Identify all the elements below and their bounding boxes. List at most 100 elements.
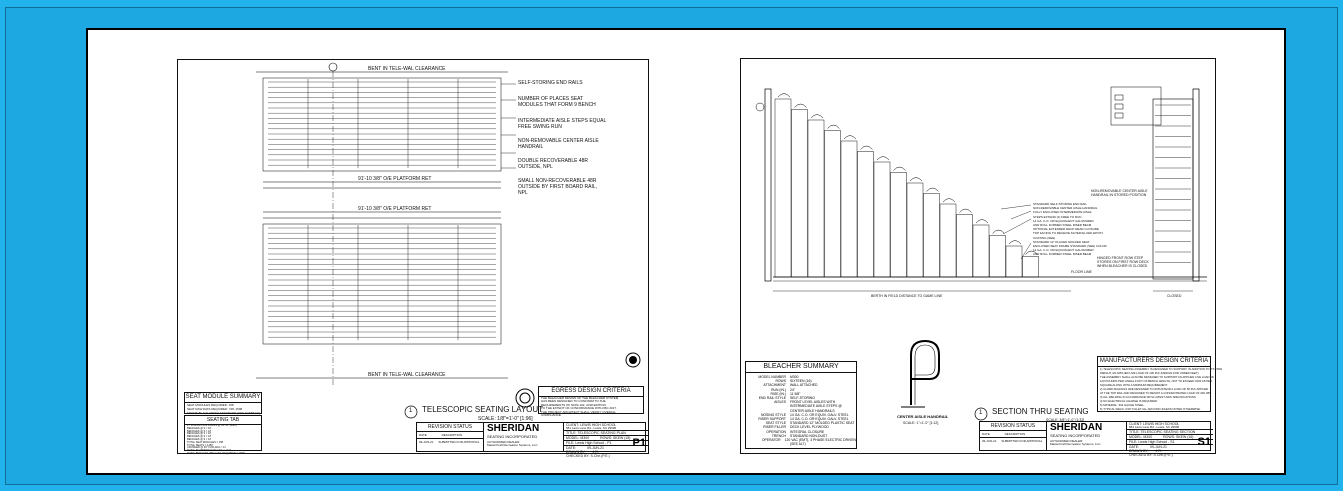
bleacher-summary-title: BLEACHER SUMMARY [746, 362, 856, 373]
sheet-number: S1 [1197, 436, 1211, 448]
seat-summary-line: SEAT MODULES REQUIRED: 158 [187, 403, 234, 407]
text-line: TOP FACING TO RECEIVE SILTED/GLUED EPOXY [1033, 231, 1104, 236]
seat-summary-line: SEAT RAW DATA REQUIRED: 728, 1598 [187, 407, 243, 411]
rev-date-header: DATE [982, 432, 990, 436]
text-line: SQUARE ALONG WITH A MINIMUM REQUIREMENT. [1100, 383, 1168, 387]
bleacher-row: ROWS SIXTEEN (16) [746, 379, 856, 383]
bleacher-step [972, 224, 990, 278]
platform-dimension-label: 91'-10 3/8" O/E PLATFORM RET [358, 176, 432, 182]
seat-profile [909, 177, 923, 182]
closed-dimension-label: CLOSED [1167, 294, 1182, 298]
project-info: CLIENT: LEWIS HIGH SCHOOL 581 Lavis Lane… [1126, 422, 1213, 457]
seat-summary-line: FRONT: BLACK FINISH STANDARD (SEE SAMPLE… [187, 411, 261, 415]
bleacher-step [774, 98, 792, 278]
text-line: STANDARD 12" PLACED MOLDED SEAT [1033, 239, 1090, 244]
seat-profile [827, 124, 840, 129]
bleacher-row: RISE (IN.)11 5/8" [746, 392, 856, 396]
text-line: THE BLEACHER DESIGN OF THE BLEACHER SYST… [541, 396, 619, 400]
bleacher-value: INTEGRAL CLOSURE [790, 429, 825, 434]
seat-profile [794, 103, 807, 108]
rows: ROWS: SKEW (18) [600, 436, 631, 440]
text-line: 2 - 10 ROW PLATFORMS @ 91'-10" [24/9'] [187, 424, 237, 427]
text-line: BENCHES @ 9 = 18 [187, 437, 211, 441]
date-label: DATE: [1129, 445, 1140, 449]
drawn-label: DRAWN BY: [566, 450, 586, 454]
bleacher-value: SIXTEEN (16) [790, 379, 812, 384]
client-address: 581 Lavis Lane Rd., Lewis, SC 29695 [1129, 425, 1180, 429]
model: MODEL: M300 [566, 436, 590, 440]
front-step-line: WHEN BLEACHER IS CLOSED [1097, 264, 1148, 268]
text-line: OPTIONAL EXTENDED DECK REAR CLOSURE [1033, 227, 1099, 232]
bottom-dimension-label: BERTH IN FIELD DISTANCE TO GAME LINE [871, 294, 943, 298]
text-line: THE PROJECT ARCHITECT SHALL VERIFY OVERA… [541, 409, 617, 414]
seat-profile [876, 156, 890, 161]
seat-profile [860, 145, 873, 150]
text-line: COMPLIANCE. [541, 413, 562, 418]
bleacher-step [906, 182, 924, 278]
seat-profile [992, 229, 1005, 234]
checked: S.Chri.(P.E.) [1153, 453, 1173, 457]
egress-design-criteria: EGRESS DESIGN CRITERIA THE BLEACHER DESI… [538, 386, 644, 418]
date: 09-JUN-21 [587, 446, 604, 450]
company-block: SHERIDAN SEATING INCORPORATED AUTHORIZED… [483, 423, 564, 451]
drawing-canvas[interactable]: BENT IN TELE-WAL CLEARANCE 91'-10 3/8" O… [86, 28, 1286, 475]
stored-note: NON-REMOVABLE CENTER AISLE [1091, 189, 1148, 193]
sheet-number: P1 [632, 437, 646, 449]
text-line: BENCHES @ 9 = 18 [187, 429, 211, 433]
seating-tab-title: SEATING TAB [185, 416, 261, 425]
bleacher-key: AISLES [774, 400, 786, 405]
floor-line-label: FLOOR LINE [1071, 270, 1092, 274]
egress-title: EGRESS DESIGN CRITERIA [539, 387, 643, 397]
text-line: 1) TELESCOPIC SEATING ASSEMBLY IS DESIGN… [1100, 367, 1223, 371]
bleacher-step [807, 119, 825, 278]
dealer-line: MasterCraft Recreation Systems, LLC [1050, 442, 1101, 446]
client-address: 581 Lavis Lane Rd., Lewis, SC 29695 [566, 426, 617, 430]
bleacher-key: OPERATION [766, 429, 786, 434]
plan-note: NON-REMOVABLE CENTER AISLE HANDRAIL [518, 138, 599, 150]
dealer-label: AUTHORIZED DEALER: [487, 440, 521, 444]
bleacher-key: RISER SUPPORT [758, 417, 786, 422]
seal-icon [515, 388, 535, 408]
project-info: CLIENT: LEWIS HIGH SCHOOL 581 Lavis Lane… [563, 423, 648, 458]
bleacher-value: INTERMEDIATE AISLE STEPS @ [790, 404, 842, 409]
seating-tab-lines: 2 - 10 ROW PLATFORMS @ 91'-10" [24/9'] BE… [185, 424, 261, 456]
bleacher-step [857, 151, 874, 278]
title-block-p1: REVISION STATUS DATE DESCRIPTION 09-JUN-… [416, 422, 648, 458]
revision-status-title: REVISION STATUS [980, 422, 1046, 431]
top-dimension-label: BENT IN TELE-WAL CLEARANCE [368, 66, 446, 72]
text-line: TOTAL BENCHES WITH ADA REQUIRED = 1598 [187, 451, 245, 455]
client: CLIENT: LEWIS HIGH SCHOOL [1129, 422, 1180, 426]
text-line: THE ASSEMBLY SHALL ALSO BE DESIGNED TO S… [1100, 375, 1215, 379]
text-line: BENCHES @ 9 = 18 [187, 426, 211, 430]
bleacher-value: STANDARD 12" MOLDED PLASTIC SEAT [790, 421, 855, 426]
rev-desc-header: DESCRIPTION [441, 433, 463, 437]
text-line: BENCHES @ 9 = 18 [187, 432, 211, 436]
seat-profile [810, 114, 824, 119]
bleacher-value: WALL ATTACHED [790, 383, 818, 388]
bottom-dimension-label: BENT IN TELE-WAL CLEARANCE [368, 372, 446, 378]
checked-row: CHECKED BY: S.Chri.(P.E.) [564, 454, 648, 458]
bleacher-value: 24" [790, 387, 795, 392]
bleacher-row: CENTER AISLE HANDRAILS [746, 409, 856, 413]
text-line: 2) GUARD RAILINGS ARE DESIGNED TO WITHST… [1100, 387, 1209, 391]
bleacher-step [840, 140, 858, 278]
text-line: NON-REMOVABLE CENTER AISLE HANDRAIL [1033, 206, 1098, 211]
text-line: ENCLOSED SEAT FRAME STANDARD (SEE) COLOR [1033, 244, 1107, 249]
front-step-line: STORES ON FIRST ROW DECK [1097, 260, 1149, 264]
section-drawing [755, 86, 1207, 292]
bleacher-value: M300 [790, 375, 799, 379]
model-rows: MODEL: M300 ROWS: SKEW (18) [564, 435, 648, 440]
seat-module-summary: SEAT MODULE SUMMARY SEAT MODULES REQUIRE… [184, 392, 262, 415]
rows: ROWS: SKEW (16) [1163, 435, 1194, 439]
bleacher-key: ROWS [775, 379, 786, 384]
text-line: HAS BEEN DESIGNED TO CONFORM TO THE [541, 399, 606, 404]
